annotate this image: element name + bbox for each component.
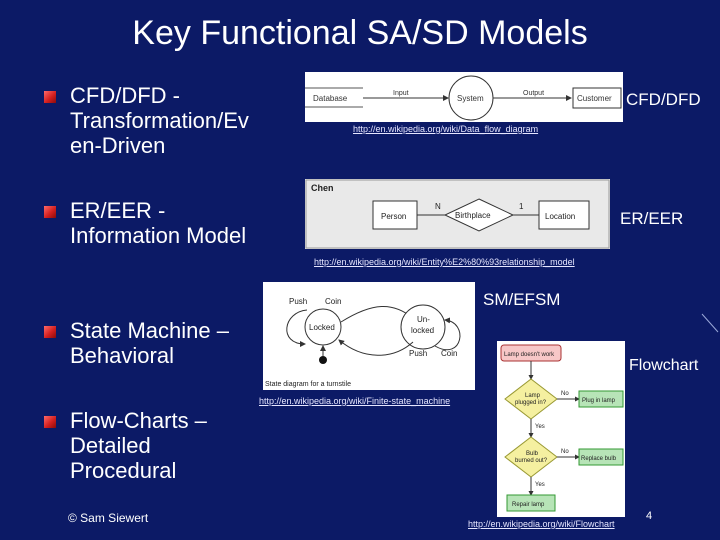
- bullet-line: Procedural: [70, 458, 177, 483]
- bullet-line: State Machine –: [70, 318, 229, 343]
- sm-locked-label: Locked: [309, 323, 335, 332]
- flow-yes1: Yes: [535, 424, 545, 430]
- flow-no2: No: [561, 449, 569, 455]
- er-location-label: Location: [545, 212, 575, 221]
- state-machine-diagram: Push Coin Locked Un- locked Push Coin St…: [265, 297, 461, 388]
- bullet-marker-4: [44, 416, 56, 428]
- caption-er-eer: ER/EER: [620, 209, 684, 228]
- sm-push-top: Push: [289, 297, 307, 306]
- slide-title: Key Functional SA/SD Models: [132, 14, 588, 52]
- bullet-line: CFD/DFD -: [70, 83, 180, 108]
- er-birthplace-label: Birthplace: [455, 211, 491, 220]
- dfd-customer-label: Customer: [577, 94, 612, 103]
- flow-q2-line1: Bulb: [526, 451, 539, 457]
- dfd-input-label: Input: [393, 90, 409, 97]
- flow-q2-line2: burned out?: [515, 458, 548, 464]
- bullet-marker-3: [44, 326, 56, 338]
- bullet-line: en-Driven: [70, 133, 166, 158]
- flowchart-diagram: Lamp doesn't work Lamp plugged in? No Pl…: [500, 344, 624, 512]
- flow-start-label: Lamp doesn't work: [504, 352, 555, 358]
- er-diagram-image: Chen Person N Birthplace 1 Location: [305, 179, 610, 249]
- sm-unlocked-line2: locked: [411, 326, 434, 335]
- sm-caption: State diagram for a turnstile: [265, 381, 351, 388]
- sm-coin-bottom: Coin: [441, 349, 457, 358]
- er-chen-label: Chen: [311, 183, 334, 193]
- caption-sm-efsm: SM/EFSM: [483, 290, 561, 309]
- link-sm-url[interactable]: http://en.wikipedia.org/wiki/Finite-stat…: [259, 396, 451, 406]
- flow-no1: No: [561, 391, 569, 397]
- bullet-marker-1: [44, 91, 56, 103]
- dfd-diagram-image: Database Input System Output Customer: [305, 72, 623, 122]
- bullet-line: Information Model: [70, 223, 247, 248]
- footer-author: © Sam Siewert: [68, 511, 149, 525]
- page-number: 4: [646, 510, 653, 522]
- bullet-line: ER/EER -: [70, 198, 166, 223]
- link-er-url[interactable]: http://en.wikipedia.org/wiki/Entity%E2%8…: [314, 257, 575, 267]
- link-flowchart-url[interactable]: http://en.wikipedia.org/wiki/Flowchart: [468, 519, 615, 529]
- sm-coin-top: Coin: [325, 297, 341, 306]
- er-diagram: Chen Person N Birthplace 1 Location: [305, 179, 610, 249]
- state-machine-image: Push Coin Locked Un- locked Push Coin St…: [263, 282, 475, 390]
- decorative-line: [701, 313, 719, 333]
- er-card-1: 1: [519, 202, 524, 211]
- link-dfd-url[interactable]: http://en.wikipedia.org/wiki/Data_flow_d…: [353, 124, 539, 134]
- caption-cfd-dfd: CFD/DFD: [626, 90, 701, 109]
- er-card-n: N: [435, 202, 441, 211]
- bullet-flow-charts: Flow-Charts – Detailed Procedural: [70, 408, 207, 483]
- bullet-er-eer: ER/EER - Information Model: [70, 198, 246, 248]
- sm-unlocked-line1: Un-: [417, 315, 430, 324]
- dfd-output-label: Output: [523, 90, 544, 97]
- caption-flowchart: Flowchart: [629, 357, 699, 374]
- bullet-state-machine: State Machine – Behavioral: [70, 318, 229, 368]
- er-person-label: Person: [381, 212, 406, 221]
- flow-yes2: Yes: [535, 482, 545, 488]
- bullet-line: Transformation/Ev: [70, 108, 249, 133]
- flow-q1-line2: plugged in?: [515, 400, 547, 406]
- flowchart-image: Lamp doesn't work Lamp plugged in? No Pl…: [497, 341, 625, 517]
- bullet-line: Flow-Charts –: [70, 408, 207, 433]
- flow-q1-line1: Lamp: [525, 393, 541, 399]
- bullet-line: Detailed: [70, 433, 151, 458]
- bullet-marker-2: [44, 206, 56, 218]
- dfd-system-label: System: [457, 94, 484, 103]
- bullet-cfd-dfd: CFD/DFD - Transformation/Ev en-Driven: [70, 83, 249, 158]
- flow-end-label: Repair lamp: [512, 502, 545, 508]
- flow-act1: Plug in lamp: [582, 398, 616, 404]
- bullet-line: Behavioral: [70, 343, 174, 368]
- sm-push-bottom: Push: [409, 349, 427, 358]
- dfd-diagram: Database Input System Output Customer: [305, 75, 622, 121]
- flow-act2: Replace bulb: [581, 456, 617, 462]
- dfd-database-label: Database: [313, 94, 348, 103]
